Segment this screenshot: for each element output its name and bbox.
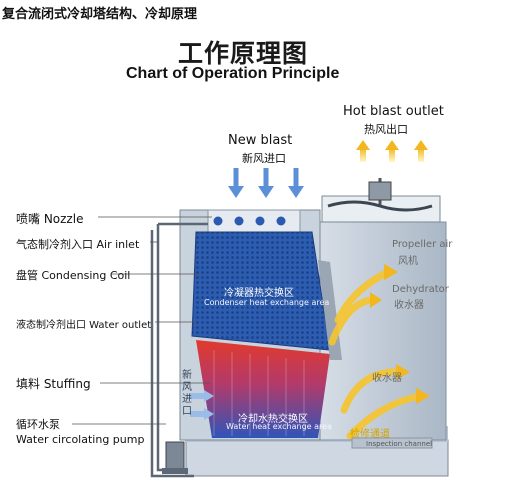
inspection-label-cn: 检修通道 <box>350 429 390 440</box>
pump-label-en: Water circolating pump <box>16 433 145 446</box>
nozzle <box>276 216 286 226</box>
inspection-channel <box>351 437 433 449</box>
nozzle <box>213 216 223 226</box>
shoushuiqi-label: 收水器 <box>372 373 402 384</box>
new-blast-arrows <box>233 168 299 188</box>
hot-blast-label-en: Hot blast outlet <box>343 104 444 119</box>
fan-blade <box>327 200 433 212</box>
air-inlet-label: 气态制冷剂入口 Air inlet <box>16 238 140 251</box>
stuffing-label: 填料 Stuffing <box>16 377 91 391</box>
nozzle-label: 喷嘴 Nozzle <box>16 212 84 226</box>
hot-blast-arrows <box>356 140 428 162</box>
propeller-label-cn: 风机 <box>398 256 418 267</box>
dehydrator-label-en: Dehydrator <box>392 284 449 295</box>
condensing-coil-label: 盘管 Condensing Coil <box>16 269 131 282</box>
new-blast-label-cn: 新风进口 <box>242 152 286 165</box>
internal-air-flow <box>328 268 424 440</box>
diagram-title-en: Chart of Operation Principle <box>126 65 340 82</box>
dehydrator-label-cn: 收水器 <box>394 300 424 311</box>
side-inlet-arrows <box>190 393 206 417</box>
nozzle <box>234 216 244 226</box>
diagram-title-cn: 工作原理图 <box>178 39 309 68</box>
leader-lines <box>72 216 212 425</box>
water-area-cn: 冷却水热交换区 <box>238 414 308 425</box>
water-outlet-label: 液态制冷剂出口 Water outlet <box>16 320 152 331</box>
new-blast-label-en: New blast <box>228 133 293 148</box>
hot-blast-label-cn: 热风出口 <box>364 123 408 136</box>
circulating-pump <box>165 441 185 471</box>
condenser-area-cn: 冷凝器热交换区 <box>224 288 294 299</box>
side-fresh-air-label: 新风进口 <box>182 370 192 417</box>
stuffing-fill <box>196 340 330 438</box>
inspection-label-en: Inspection channel <box>366 440 433 448</box>
page-caption: 复合流闭式冷却塔结构、冷却原理 <box>2 7 198 22</box>
fill-lines <box>213 350 305 436</box>
water-area-en: Water heat exchange area <box>226 422 332 431</box>
condenser-area-en: Condenser heat exchange area <box>204 298 330 307</box>
pump-label-cn: 循环水泵 <box>16 418 60 431</box>
nozzle <box>255 216 265 226</box>
fan-motor <box>368 181 392 201</box>
propeller-label-en: Propeller air <box>392 239 453 250</box>
